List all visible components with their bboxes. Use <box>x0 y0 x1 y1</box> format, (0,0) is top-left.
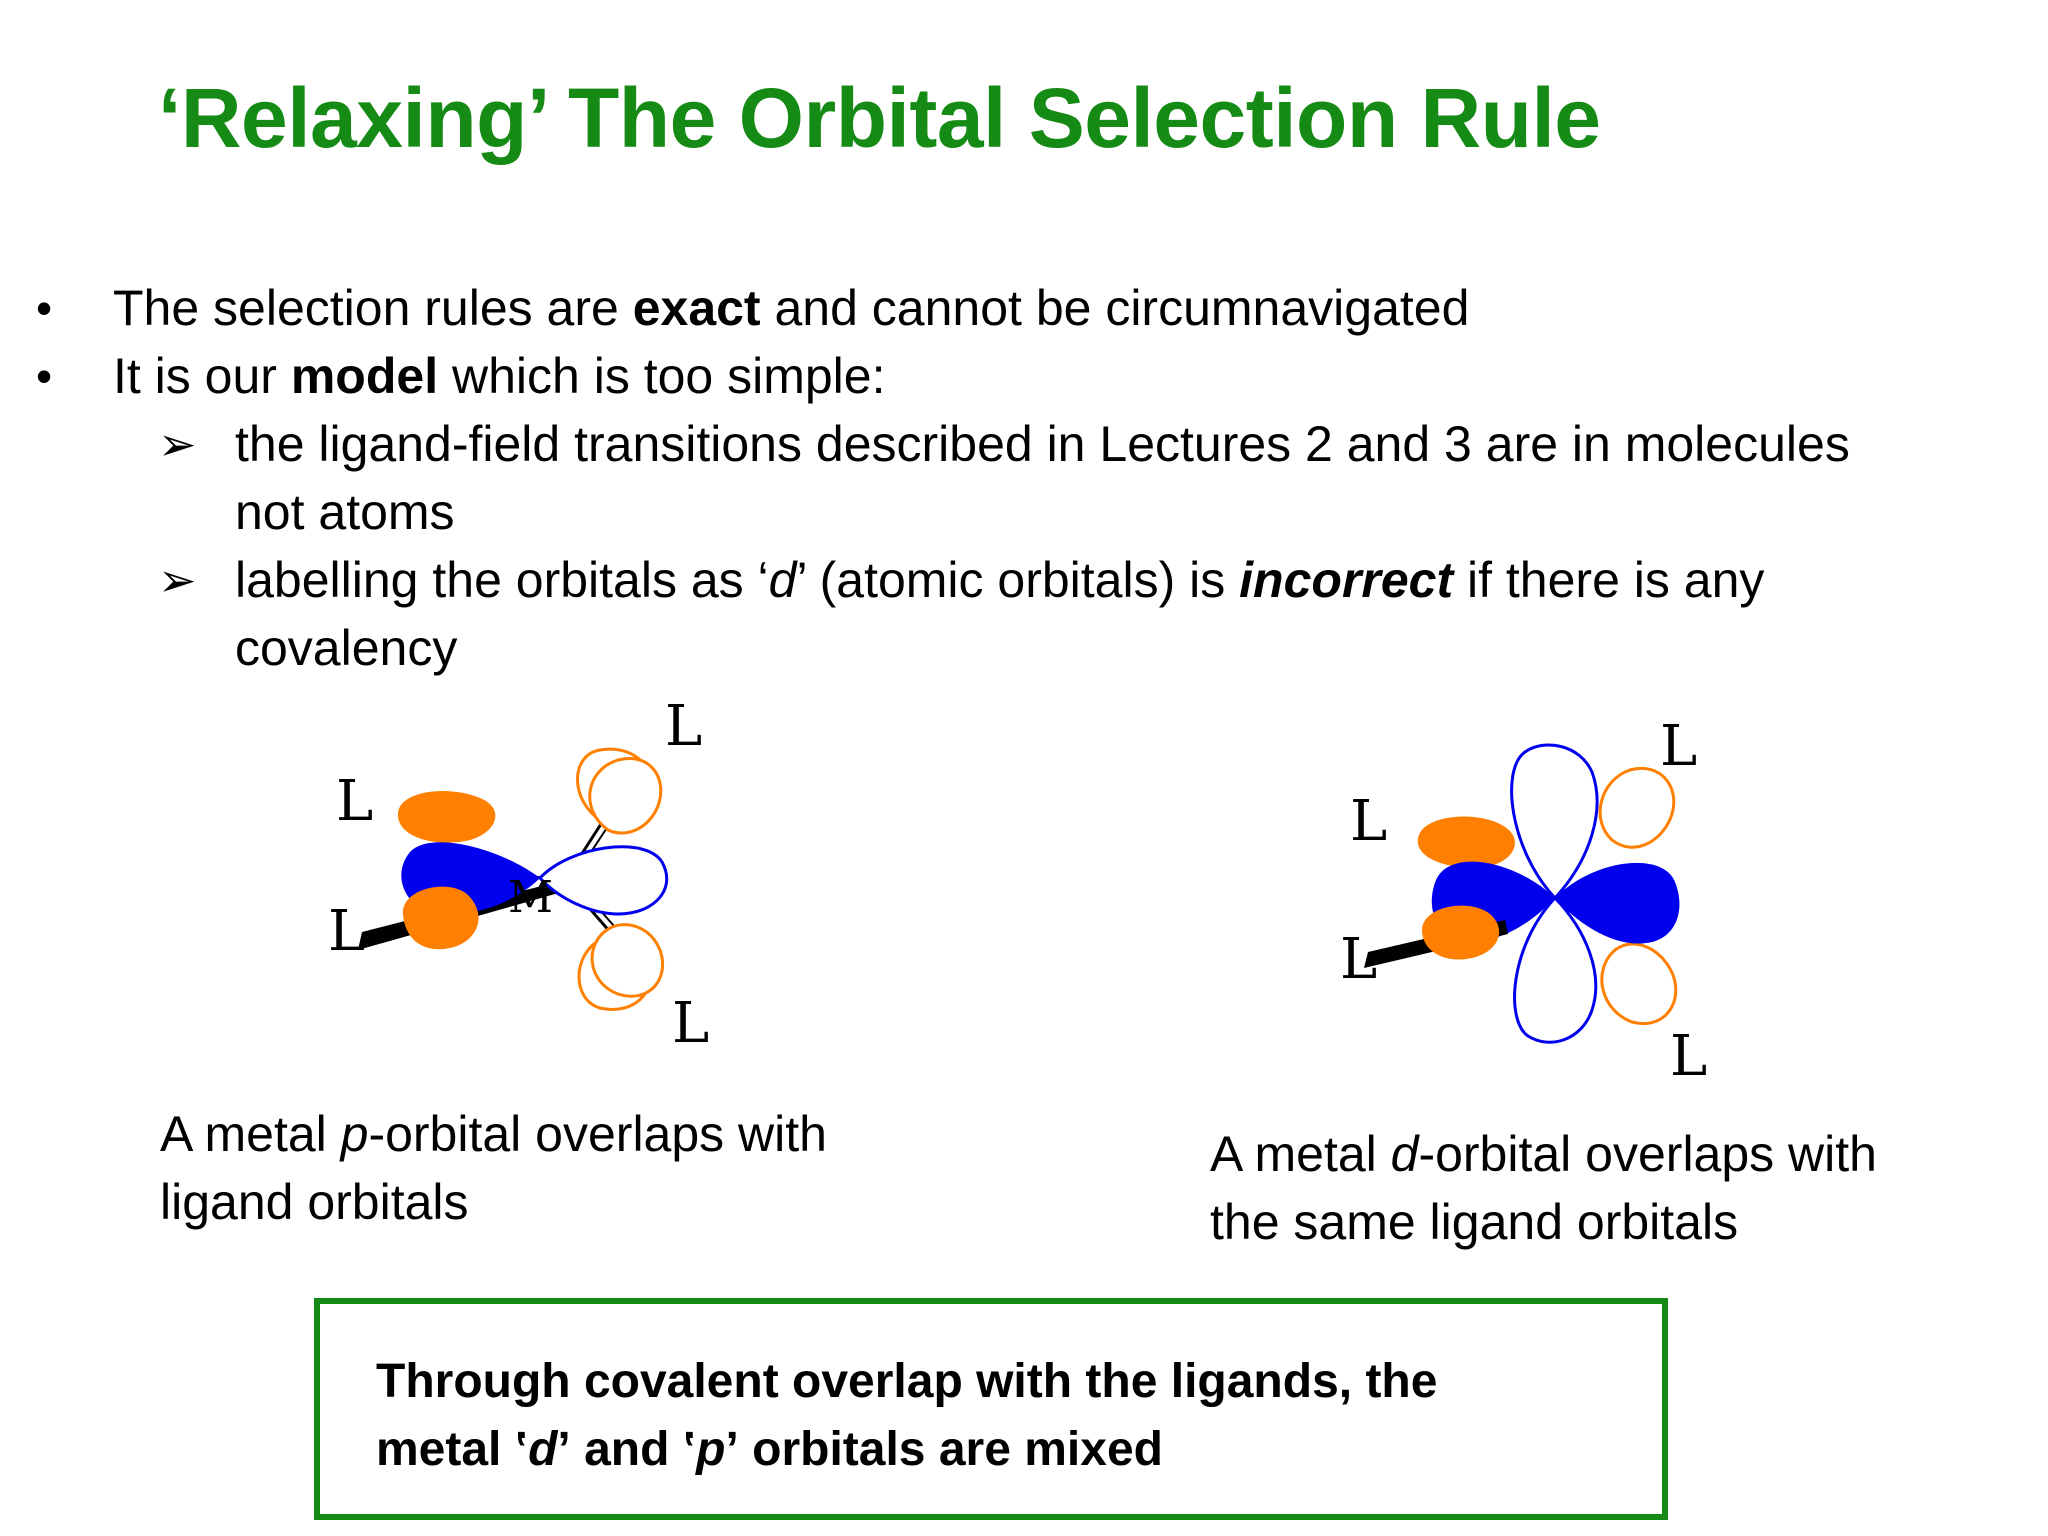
bullet-1: The selection rules are exact and cannot… <box>113 280 1470 336</box>
ligand-label: L <box>1660 714 1697 779</box>
caption-right: A metal d-orbital overlaps with the same… <box>1210 1126 1877 1250</box>
sub-bullet-2-line-2: covalency <box>235 620 458 676</box>
bullet-2: It is our model which is too simple: <box>113 348 886 404</box>
ligand-label: L <box>665 694 702 759</box>
sub-bullet-2-line-1: labelling the orbitals as ‘d’ (atomic or… <box>235 552 1765 608</box>
sub-bullet-1-line-2: not atoms <box>235 484 455 540</box>
ligand-label: L <box>328 899 365 964</box>
ligand-label: L <box>1350 789 1387 854</box>
p-orbital-diagram: L L L M L <box>328 694 709 1056</box>
d-orbital-diagram: L L L L <box>1340 714 1707 1089</box>
slide-title: ‘Relaxing’ The Orbital Selection Rule <box>158 71 1601 165</box>
bullet-icon: • <box>36 350 53 402</box>
summary-callout: Through covalent overlap with the ligand… <box>314 1298 1668 1520</box>
sub-bullet-arrow-icon: ➢ <box>158 418 197 470</box>
ligand-label: L <box>1340 927 1377 992</box>
callout-text: Through covalent overlap with the ligand… <box>376 1355 1438 1476</box>
ligand-label: L <box>336 769 373 834</box>
bullet-icon: • <box>36 282 53 334</box>
caption-left: A metal p-orbital overlaps with ligand o… <box>160 1106 827 1230</box>
sub-bullet-1-line-1: the ligand-field transitions described i… <box>235 416 1850 472</box>
ligand-label: L <box>1670 1024 1707 1089</box>
metal-label: M <box>508 872 553 923</box>
sub-bullet-arrow-icon: ➢ <box>158 554 197 606</box>
ligand-label: L <box>672 991 709 1056</box>
